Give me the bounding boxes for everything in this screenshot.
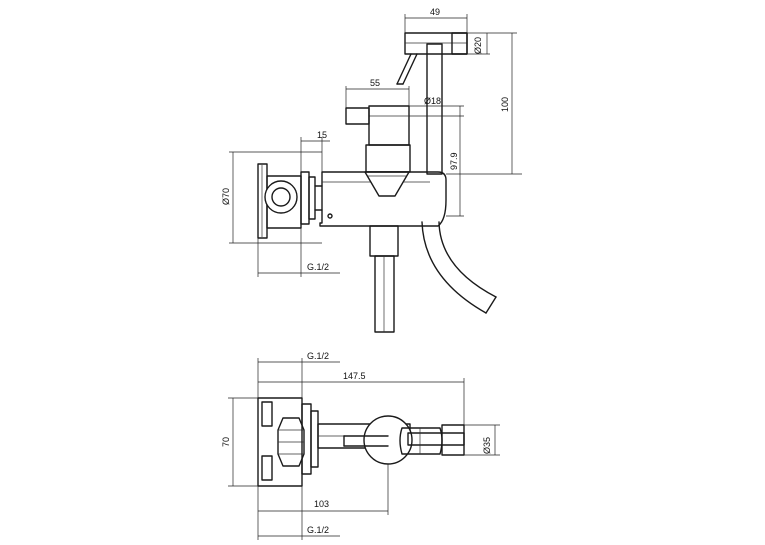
dimension-dia-70: Ø70 <box>221 151 322 244</box>
dimension-15: 15 <box>300 130 330 172</box>
dimension-70-label: 70 <box>221 437 231 447</box>
dimension-dia-18-label: Ø18 <box>424 96 441 106</box>
dimension-147-5: 147.5 <box>258 371 465 425</box>
valve-body <box>319 105 447 227</box>
dimension-dia-18: Ø18 <box>409 96 464 117</box>
connector-ring <box>264 180 298 214</box>
outlet-pipe <box>369 225 399 333</box>
dimension-thread-g12-bottom: G.1/2 <box>258 474 340 540</box>
dimension-49: 49 <box>404 7 468 33</box>
dimension-55-label: 55 <box>370 78 380 88</box>
dimension-thread-g12-label: G.1/2 <box>307 262 329 272</box>
flexible-hose <box>421 221 497 314</box>
plan-handle-disc <box>343 415 413 465</box>
plan-spray-head <box>399 424 465 456</box>
dimension-thread-g12-bottom-label: G.1/2 <box>307 525 329 535</box>
dimension-dia-70-label: Ø70 <box>221 188 231 205</box>
dimension-dia-35: Ø35 <box>464 424 500 456</box>
dimension-70: 70 <box>221 397 258 487</box>
dimension-dia-20-label: Ø20 <box>473 37 483 54</box>
dimension-100-label: 100 <box>500 97 510 112</box>
dimension-100: 100 <box>446 32 522 175</box>
dimension-97-9: 97.9 <box>446 106 464 217</box>
front-view: 49 Ø20 100 55 Ø18 <box>221 7 522 333</box>
dimension-thread-g12-top-label: G.1/2 <box>307 351 329 361</box>
dimension-103: 103 <box>257 464 389 540</box>
dimension-dia-20: Ø20 <box>467 32 490 55</box>
dimension-97-9-label: 97.9 <box>449 152 459 170</box>
dimension-147-5-label: 147.5 <box>343 371 366 381</box>
escutcheon-plate <box>300 171 323 225</box>
dimension-thread-g12: G.1/2 <box>257 224 340 277</box>
dimension-15-label: 15 <box>317 130 327 140</box>
dimension-thread-g12-top: G.1/2 <box>257 351 340 404</box>
plan-view: G.1/2 147.5 70 Ø35 103 <box>221 351 500 540</box>
dimension-103-label: 103 <box>314 499 329 509</box>
dimension-55: 55 <box>345 78 410 108</box>
dimension-49-label: 49 <box>430 7 440 17</box>
dimension-dia-35-label: Ø35 <box>482 437 492 454</box>
plan-wall-body <box>257 397 305 487</box>
